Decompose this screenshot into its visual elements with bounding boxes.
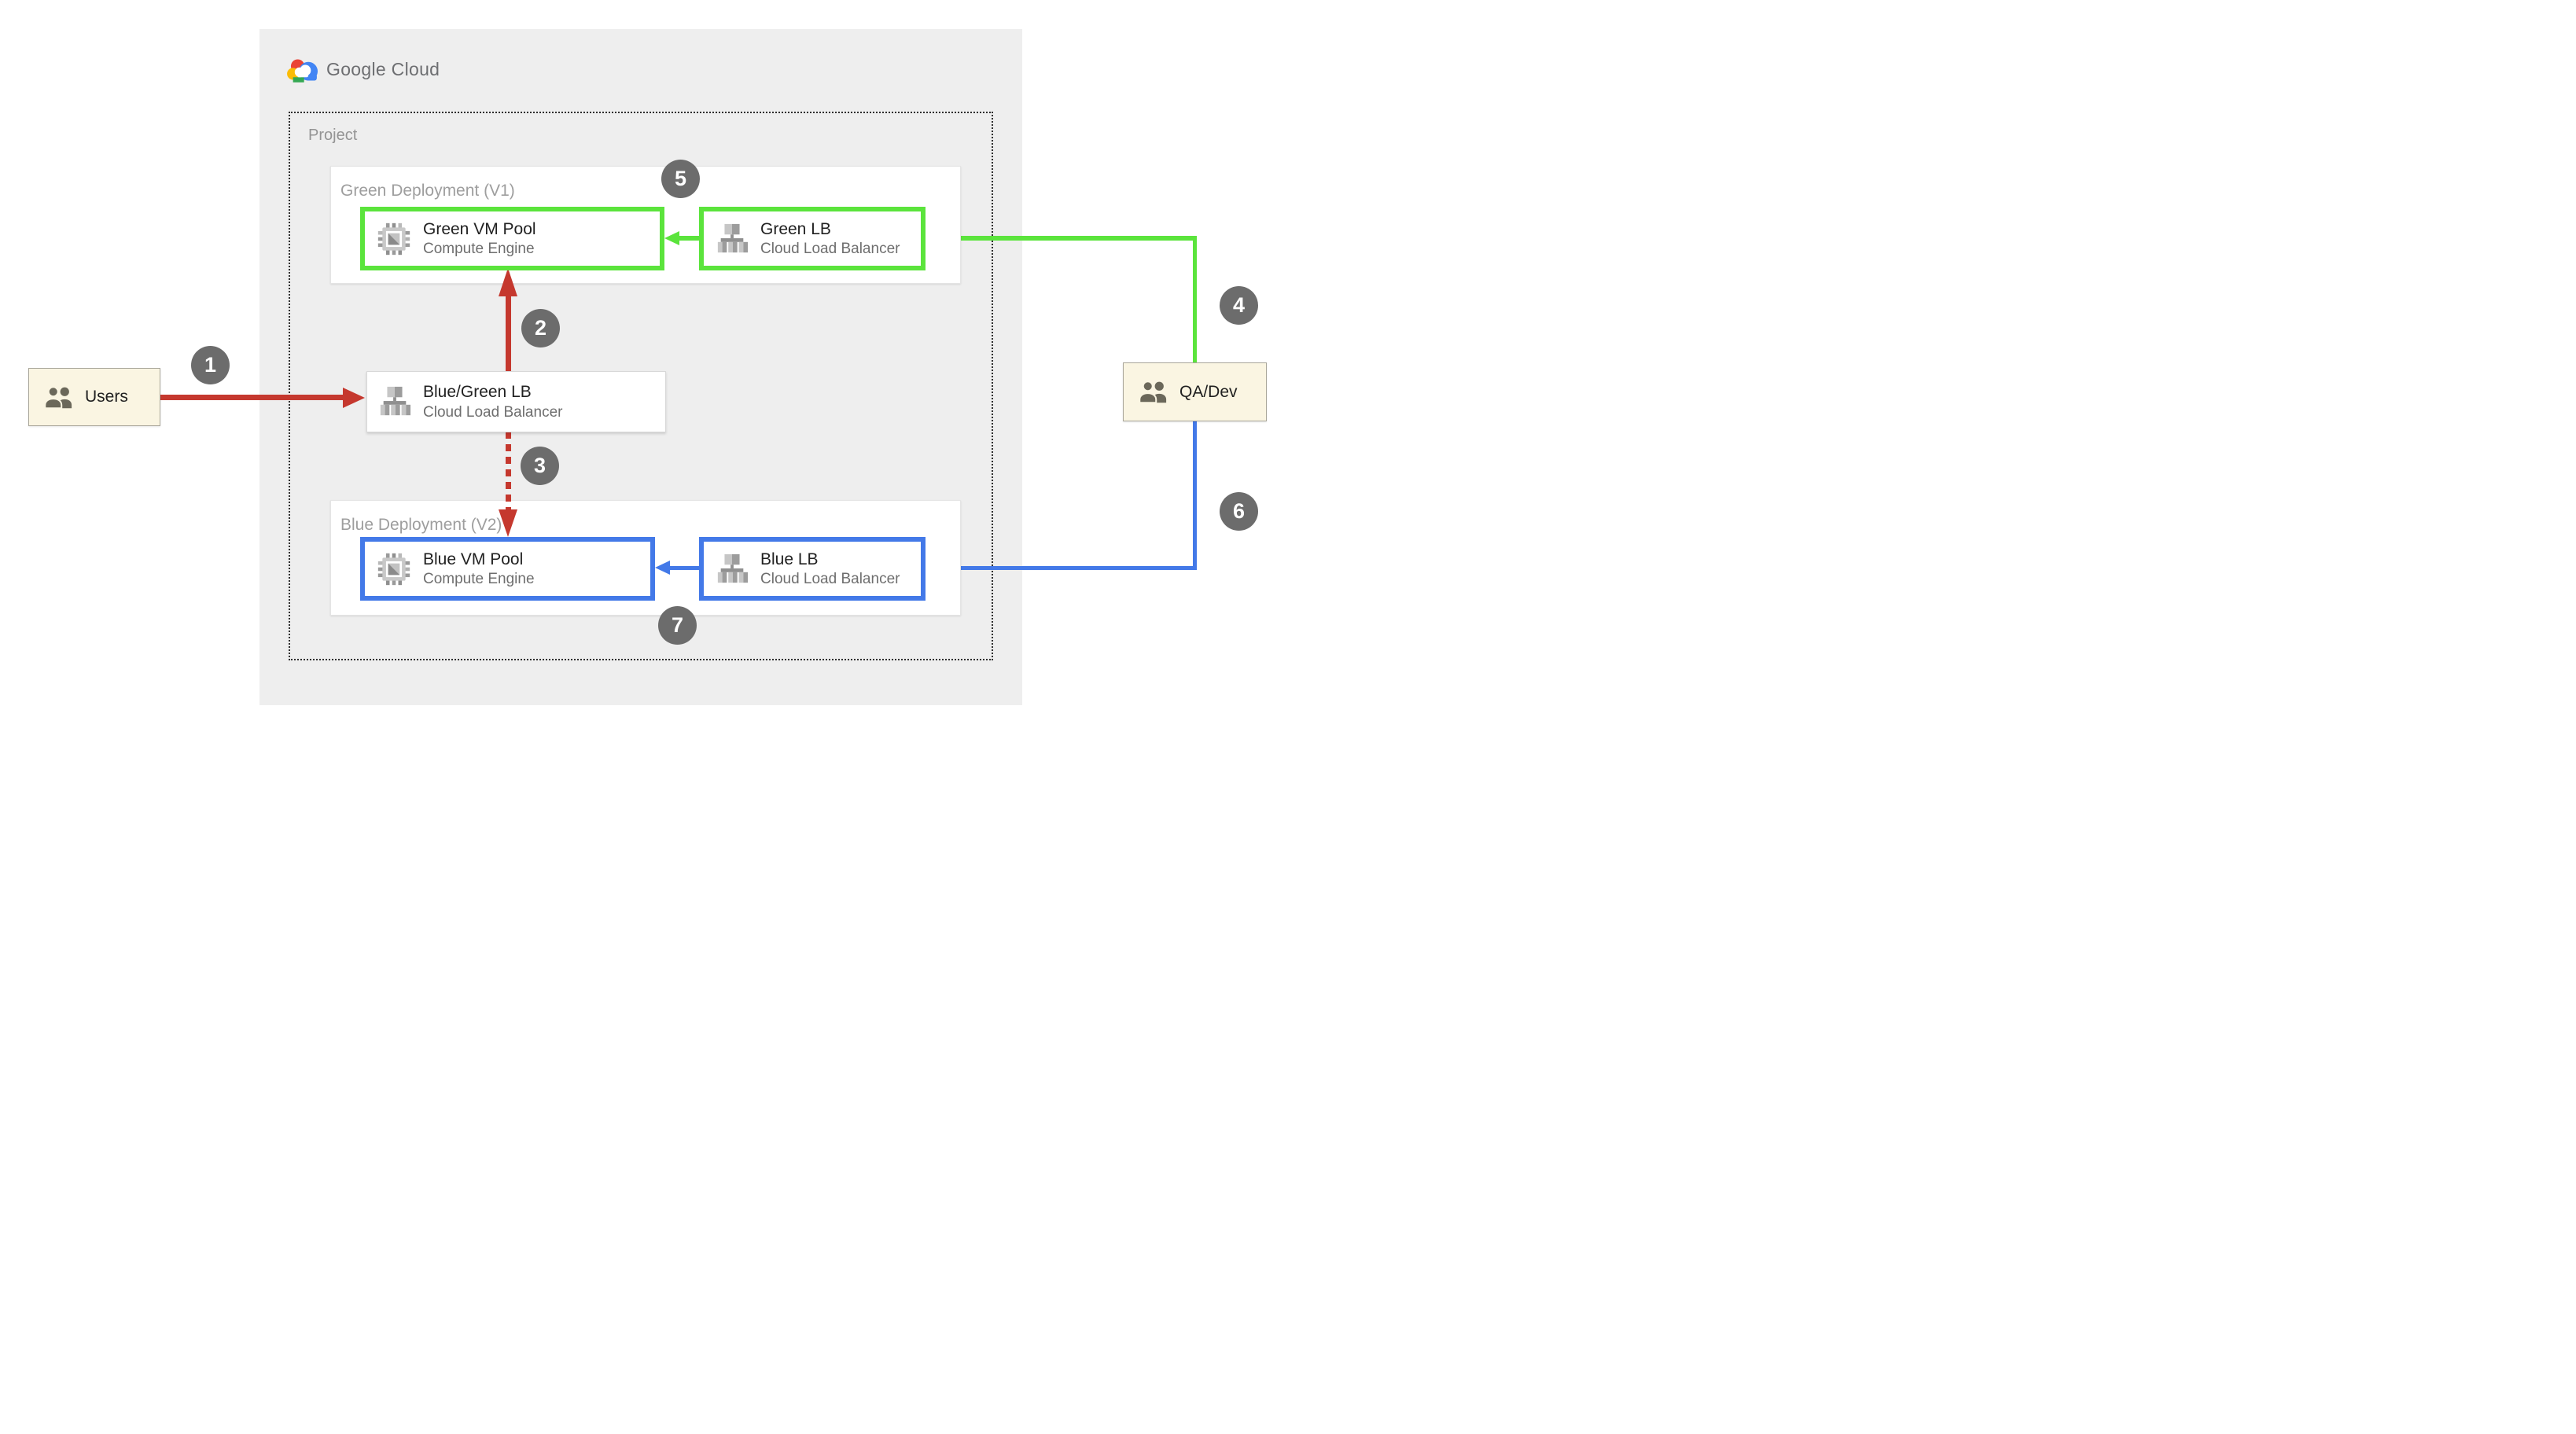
step-badge-4: 4 — [1220, 286, 1258, 325]
node-title: Blue LB — [760, 550, 819, 568]
node-text: Blue/Green LB Cloud Load Balancer — [423, 381, 562, 421]
project-boundary: Project — [289, 112, 993, 660]
node-title: Blue VM Pool — [423, 550, 524, 568]
arrowhead-into-bglb — [343, 388, 365, 408]
node-blue-green-lb: Blue/Green LB Cloud Load Balancer — [366, 371, 666, 432]
arrowhead-into-green-vm — [499, 268, 517, 296]
node-subtitle: Cloud Load Balancer — [760, 571, 900, 588]
node-subtitle: Compute Engine — [423, 571, 535, 588]
group-blue-label: Blue Deployment (V2) — [340, 516, 502, 534]
cloud-load-balancer-icon — [717, 553, 749, 583]
node-subtitle: Cloud Load Balancer — [760, 241, 900, 258]
edge-qadev-to-greenlb-horizontal — [941, 236, 1197, 241]
node-title: Green LB — [760, 219, 831, 238]
actor-users-label: Users — [85, 388, 128, 406]
blue-green-deployment-diagram: Google Cloud Project Green Deployment (V… — [0, 0, 1288, 717]
step-badge-3: 3 — [521, 447, 559, 485]
google-cloud-logo-text: Google Cloud — [326, 58, 440, 79]
actor-users: Users — [28, 368, 160, 426]
actor-qa-dev-label: QA/Dev — [1179, 382, 1238, 401]
users-icon — [1139, 381, 1167, 403]
actor-qa-dev: QA/Dev — [1123, 362, 1267, 421]
node-subtitle: Compute Engine — [423, 241, 535, 258]
node-title: Blue/Green LB — [423, 383, 532, 402]
edge-qadev-to-bluelb-horizontal — [941, 566, 1197, 570]
edge-greenlb-to-greenvm-shaft — [679, 236, 699, 241]
cloud-load-balancer-icon — [380, 386, 411, 416]
arrowhead-into-blue-vm — [499, 509, 517, 537]
arrowhead-bluelb-to-bluevm — [655, 561, 670, 575]
google-cloud-logo: Google Cloud — [286, 53, 440, 85]
node-title: Green VM Pool — [423, 219, 536, 238]
step-badge-7: 7 — [658, 606, 697, 645]
step-badge-5: 5 — [661, 160, 700, 198]
edge-qadev-to-bluelb-vertical — [1193, 421, 1197, 568]
compute-engine-icon — [377, 553, 410, 585]
google-cloud-logo-icon — [287, 59, 318, 83]
compute-engine-icon — [377, 222, 410, 255]
step-badge-2: 2 — [521, 309, 560, 347]
edge-qadev-to-greenlb-vertical — [1193, 238, 1197, 363]
edge-bglb-to-greenvm-shaft — [506, 296, 511, 371]
node-text: Blue VM Pool Compute Engine — [423, 549, 535, 589]
node-text: Green VM Pool Compute Engine — [423, 219, 536, 259]
step-badge-6: 6 — [1220, 492, 1258, 531]
edge-bglb-to-bluevm-dashed-shaft — [506, 432, 511, 509]
node-green-vm-pool: Green VM Pool Compute Engine — [360, 207, 664, 270]
node-blue-lb: Blue LB Cloud Load Balancer — [699, 537, 926, 601]
group-green-label: Green Deployment (V1) — [340, 182, 515, 200]
edge-users-to-bglb-shaft — [160, 395, 344, 400]
node-green-lb: Green LB Cloud Load Balancer — [699, 207, 926, 270]
node-subtitle: Cloud Load Balancer — [423, 403, 563, 421]
node-blue-vm-pool: Blue VM Pool Compute Engine — [360, 537, 655, 601]
cloud-load-balancer-icon — [717, 223, 749, 252]
project-label: Project — [308, 127, 358, 144]
step-badge-1: 1 — [191, 346, 230, 384]
users-icon — [44, 385, 72, 409]
node-text: Blue LB Cloud Load Balancer — [760, 549, 900, 589]
arrowhead-greenlb-to-greenvm — [664, 231, 679, 245]
node-text: Green LB Cloud Load Balancer — [760, 219, 900, 259]
edge-bluelb-to-bluevm-shaft — [670, 566, 699, 570]
